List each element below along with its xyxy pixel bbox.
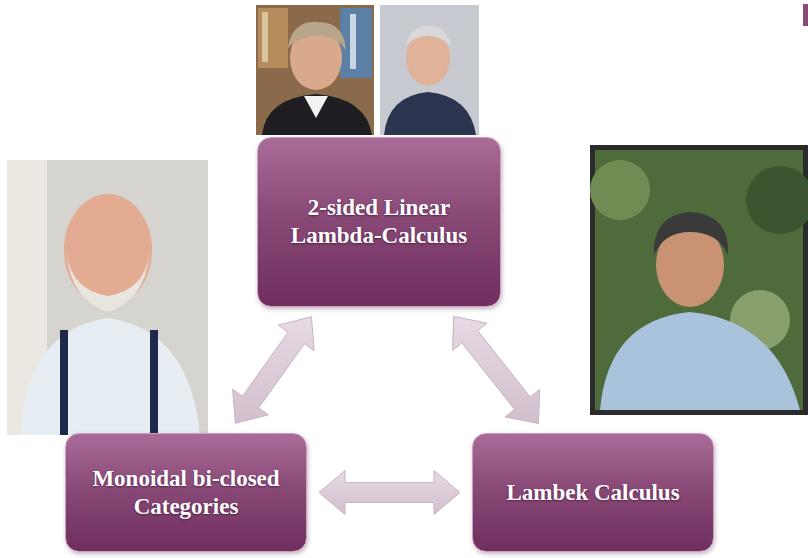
box-label: 2-sided Linear Lambda-Calculus bbox=[274, 194, 484, 249]
double-block-arrow bbox=[319, 471, 460, 515]
box-label: Monoidal bi-closed Categories bbox=[82, 465, 290, 520]
corner-mark bbox=[803, 4, 808, 26]
portrait-photo bbox=[590, 145, 808, 415]
box-label: Lambek Calculus bbox=[506, 479, 679, 507]
double-block-arrow bbox=[453, 316, 540, 423]
portrait-photo bbox=[256, 5, 374, 135]
process-box: Monoidal bi-closed Categories bbox=[65, 433, 307, 552]
portrait-photo bbox=[380, 5, 479, 135]
process-box: Lambek Calculus bbox=[472, 433, 714, 552]
portrait-photo bbox=[7, 160, 208, 435]
process-box: 2-sided Linear Lambda-Calculus bbox=[257, 137, 501, 307]
double-block-arrow bbox=[233, 317, 315, 423]
